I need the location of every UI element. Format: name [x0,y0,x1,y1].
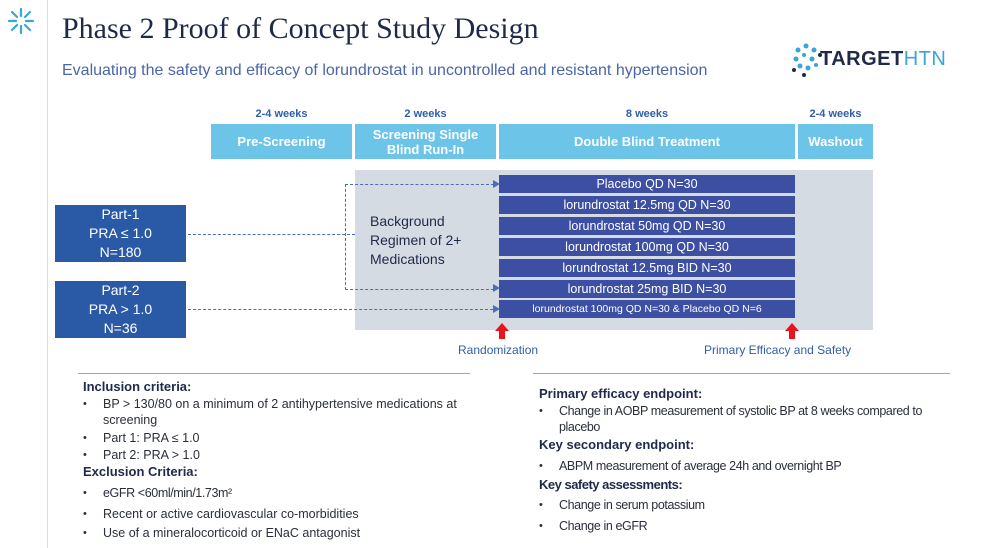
primary-endpoint-label: Primary Efficacy and Safety [704,343,852,357]
inclusion-heading: Inclusion criteria: [83,379,192,394]
inclusion-item: BP > 130/80 on a minimum of 2 antihypert… [83,396,493,428]
phase-double-blind: Double Blind Treatment [499,124,795,159]
inclusion-item: Part 2: PRA > 1.0 [83,447,200,463]
arm-25mg-bid: lorundrostat 25mg BID N=30 [499,280,795,298]
left-divider [78,373,470,374]
phase-prescreening: Pre-Screening [211,124,352,159]
exclusion-heading: Exclusion Criteria: [83,464,198,479]
part-1-name: Part-1 [101,206,140,222]
arm-100mg-qd: lorundrostat 100mg QD N=30 [499,238,795,256]
part-1-criterion: PRA ≤ 1.0 [89,225,152,241]
arm-100mg-qd-part2: lorundrostat 100mg QD N=30 & Placebo QD … [499,300,795,318]
inclusion-item: Part 1: PRA ≤ 1.0 [83,430,199,446]
brand-main: TARGET [820,48,904,70]
connector-part1-arms [345,184,494,290]
arm-12-5mg-qd: lorundrostat 12.5mg QD N=30 [499,196,795,214]
targethtn-logo-icon [792,43,822,77]
randomization-label: Randomization [458,343,539,357]
safety-item: Change in serum potassium [539,497,705,513]
phase-duration-treatment: 8 weeks [625,108,669,120]
phase-duration-runin: 2 weeks [404,108,447,120]
page-title: Phase 2 Proof of Concept Study Design [62,12,539,45]
safety-item: Change in eGFR [539,518,648,534]
star-logo-icon [7,7,35,35]
brand-wordmark: TARGETHTN [820,48,946,71]
secondary-endpoint-item: ABPM measurement of average 24h and over… [539,458,842,474]
primary-endpoint-item: Change in AOBP measurement of systolic B… [539,403,959,435]
primary-endpoint-heading: Primary efficacy endpoint: [539,386,703,401]
primary-endpoint-arrow-icon [785,323,799,339]
part-2-criterion: PRA > 1.0 [88,301,153,317]
background-regimen-label: Background Regimen of 2+ Medications [370,213,462,267]
brand-accent: HTN [903,48,947,70]
arm-12-5mg-bid: lorundrostat 12.5mg BID N=30 [499,259,795,277]
exclusion-item: Use of a mineralocorticoid or ENaC antag… [83,525,360,541]
safety-heading: Key safety assessments: [539,477,683,492]
part-2-n: N=36 [103,320,138,336]
phase-duration-washout: 2-4 weeks [809,108,862,120]
phase-screening-runin: Screening Single Blind Run-In [355,124,496,159]
part-1-box: Part-1 PRA ≤ 1.0 N=180 [55,205,186,262]
arm-placebo: Placebo QD N=30 [499,175,795,193]
part-2-name: Part-2 [101,282,140,298]
page-subtitle: Evaluating the safety and efficacy of lo… [62,62,708,79]
connector-part1 [188,234,355,235]
part-2-box: Part-2 PRA > 1.0 N=36 [55,281,186,338]
part-1-n: N=180 [99,244,142,260]
phase-washout: Washout [798,124,873,159]
phase-duration-prescreening: 2-4 weeks [255,108,308,120]
connector-arrow-top [493,180,500,188]
arm-50mg-qd: lorundrostat 50mg QD N=30 [499,217,795,235]
randomization-arrow-icon [495,323,509,339]
connector-arrow-mid [493,284,500,292]
connector-arrow-bottom [493,305,500,313]
secondary-endpoint-heading: Key secondary endpoint: [539,437,695,452]
right-divider [533,373,950,374]
left-margin-rule [47,0,48,548]
exclusion-item: Recent or active cardiovascular co-morbi… [83,506,359,522]
connector-part2 [188,309,493,310]
exclusion-item: eGFR <60ml/min/1.73m² [83,485,232,501]
